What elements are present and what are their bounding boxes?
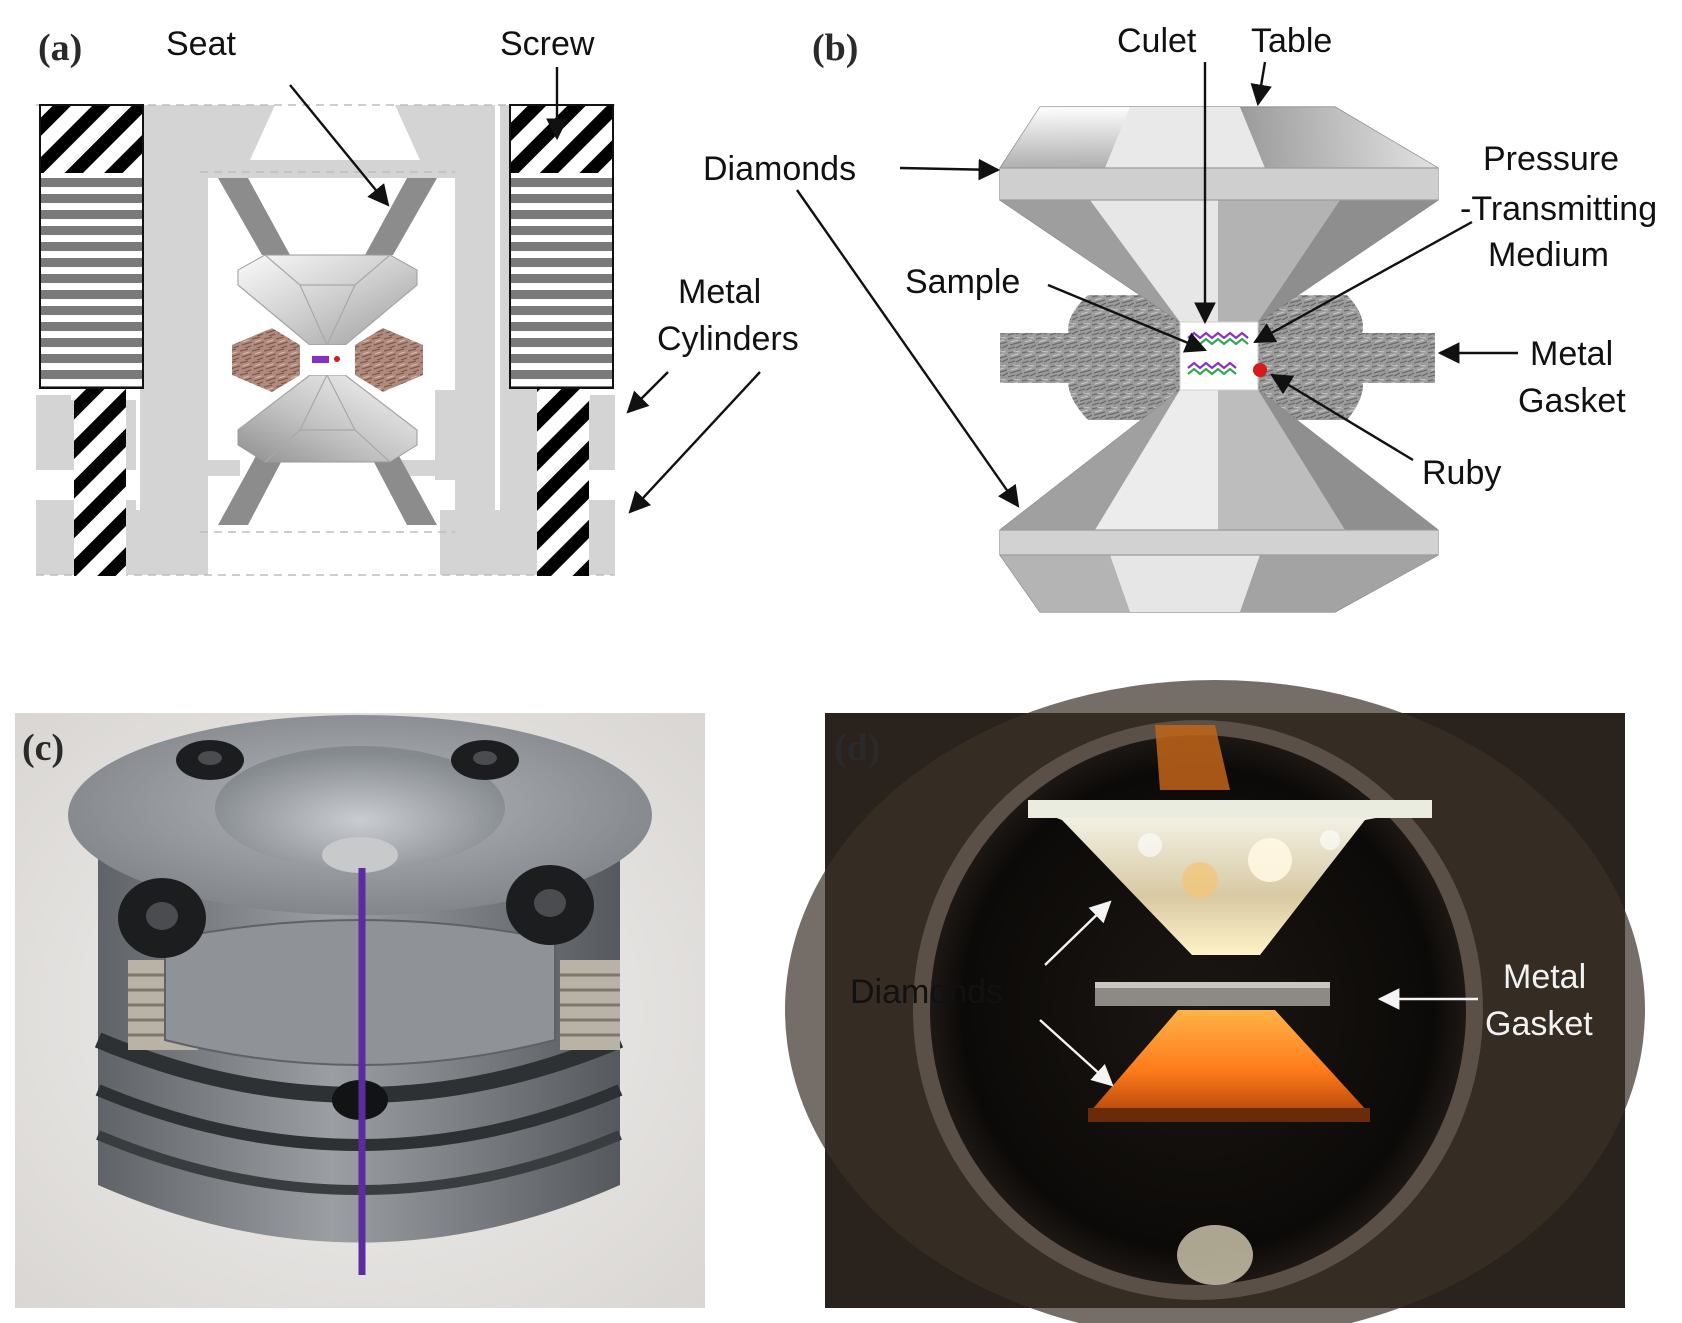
panel-d-label: (d) bbox=[834, 727, 880, 769]
label-d-metal-gasket-1: Metal bbox=[1503, 958, 1586, 996]
screw-icon bbox=[506, 865, 594, 945]
panel-c-label: (c) bbox=[22, 727, 64, 769]
arrow-pressure-medium bbox=[1253, 220, 1473, 344]
panel-b-label: (b) bbox=[812, 27, 858, 69]
arrow-d-diamond-top bbox=[1044, 900, 1112, 966]
diamond-anvil-icon bbox=[237, 374, 418, 463]
gasket-icon bbox=[232, 328, 423, 392]
label-ruby: Ruby bbox=[1422, 454, 1501, 492]
label-d-metal-gasket-2: Gasket bbox=[1485, 1005, 1593, 1043]
label-d-diamonds: Diamonds bbox=[850, 973, 1003, 1011]
arrow-metal-cylinder-lower bbox=[628, 371, 761, 514]
label-metal-gasket-2: Gasket bbox=[1518, 382, 1626, 420]
label-pressure-1: Pressure bbox=[1483, 140, 1619, 178]
diamond-anvil-cell-photo bbox=[68, 715, 652, 1275]
screw-icon bbox=[39, 104, 144, 576]
sample-mark bbox=[312, 356, 329, 363]
label-diamonds: Diamonds bbox=[703, 150, 856, 188]
arrow-seat bbox=[289, 84, 390, 207]
ruby-icon bbox=[334, 356, 340, 362]
panel-a-label: (a) bbox=[38, 27, 82, 69]
diamond-anvil-icon bbox=[237, 254, 418, 346]
panel-a: (a) bbox=[36, 25, 799, 576]
label-metal-cylinders-2: Cylinders bbox=[657, 320, 799, 358]
diamond-anvil-icon bbox=[1088, 1010, 1370, 1122]
screw-icon bbox=[509, 104, 614, 576]
panel-b: (b) bbox=[703, 22, 1657, 613]
arrow-metal-cylinder-upper bbox=[626, 371, 669, 414]
arrow-diamonds-bottom bbox=[796, 189, 1020, 508]
arrow-diamonds-top bbox=[899, 158, 1001, 181]
label-pressure-3: Medium bbox=[1488, 236, 1609, 274]
label-sample: Sample bbox=[905, 263, 1020, 301]
label-pressure-2: -Transmitting bbox=[1460, 190, 1657, 228]
diamond-anvil-icon bbox=[999, 389, 1439, 613]
seat-icon bbox=[218, 178, 437, 525]
label-metal-gasket-1: Metal bbox=[1530, 335, 1613, 373]
label-metal-cylinders-1: Metal bbox=[678, 273, 761, 311]
arrow-d-diamond-bottom bbox=[1039, 1019, 1114, 1087]
screw-icon bbox=[176, 740, 244, 780]
screw-icon bbox=[118, 878, 206, 958]
label-screw: Screw bbox=[500, 25, 595, 63]
label-table: Table bbox=[1251, 22, 1332, 60]
screw-icon bbox=[451, 740, 519, 780]
diamond-anvil-icon bbox=[1028, 800, 1432, 955]
diamond-anvil-icon bbox=[999, 106, 1439, 323]
arrow-ruby bbox=[1270, 373, 1414, 462]
label-seat: Seat bbox=[166, 25, 236, 63]
panel-d: Diamonds Metal Gasket (d) bbox=[785, 680, 1645, 1323]
panel-c: (c) bbox=[15, 713, 705, 1308]
sample-chamber bbox=[1179, 321, 1267, 391]
label-culet: Culet bbox=[1117, 22, 1197, 60]
ruby-icon bbox=[1253, 363, 1267, 377]
arrow-sample bbox=[1047, 283, 1207, 353]
arrow-table bbox=[1250, 61, 1272, 107]
